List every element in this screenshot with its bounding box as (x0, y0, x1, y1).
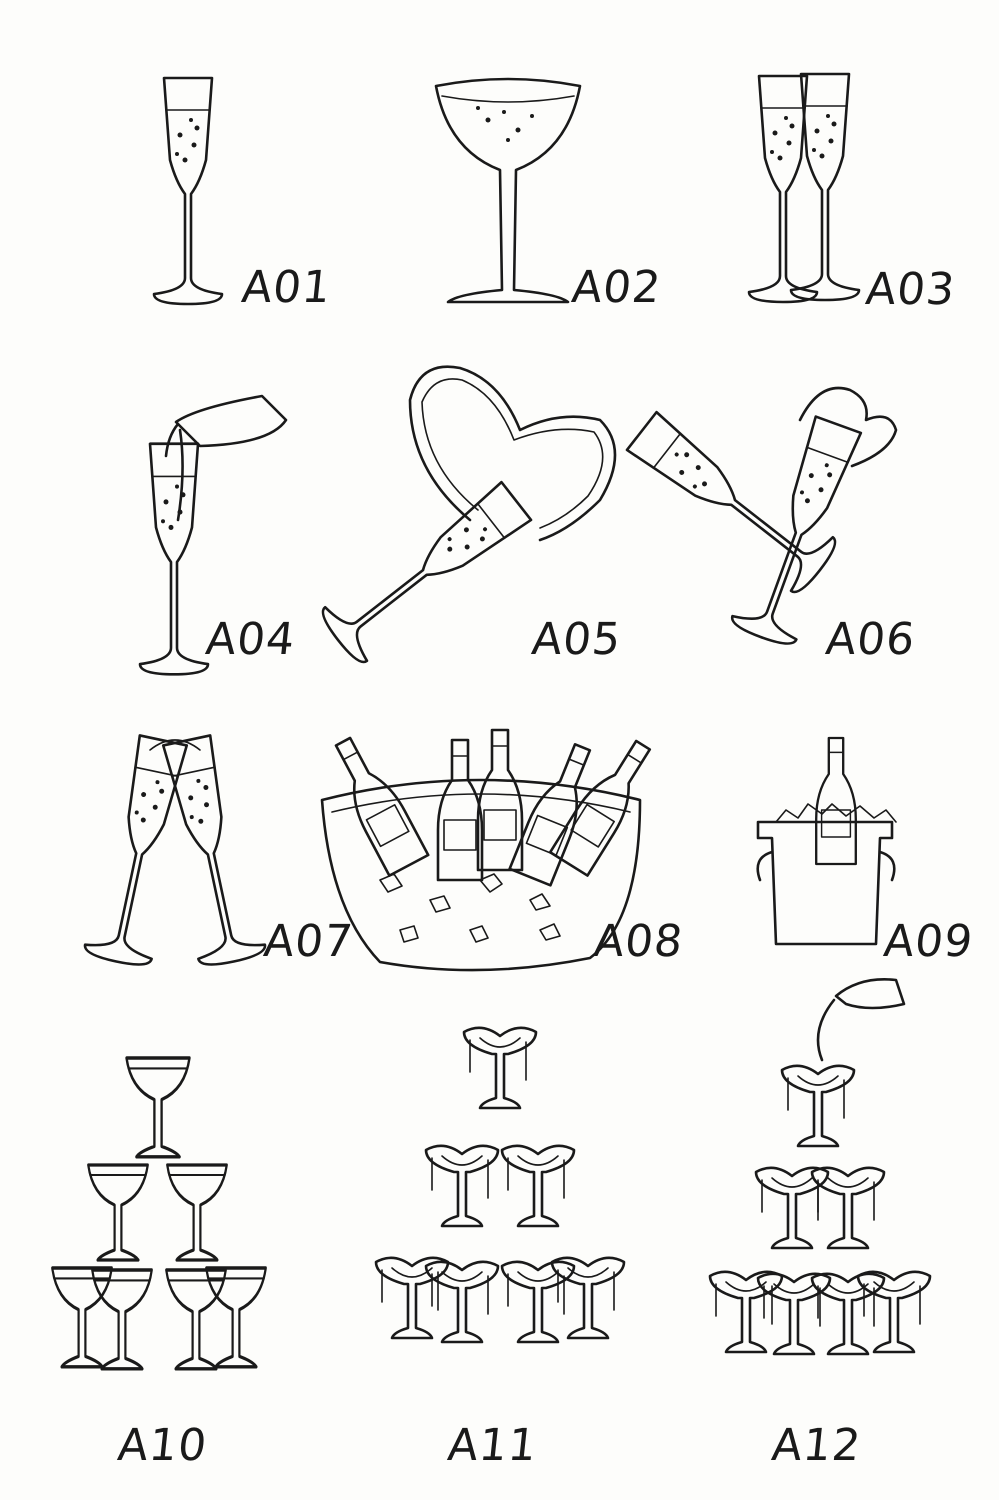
item-code-a09: A09 (881, 916, 976, 967)
flute-heart-splash-icon (315, 365, 617, 669)
item-code-a01: A01 (239, 262, 334, 313)
poured-coupe-tower-icon (708, 978, 932, 1356)
ice-bucket-bottles-icon (320, 728, 663, 972)
champagne-flute-icon (152, 76, 224, 306)
pouring-bottle-flute-icon (138, 394, 288, 676)
item-code-a11: A11 (445, 1420, 540, 1471)
toasting-flutes-heart-icon (619, 386, 898, 651)
item-code-a06: A06 (823, 614, 918, 665)
clinking-flutes-icon (81, 732, 269, 970)
item-code-a10: A10 (115, 1420, 210, 1471)
two-flutes-icon (747, 72, 861, 304)
item-code-a08: A08 (591, 916, 686, 967)
item-code-a12: A12 (769, 1420, 864, 1471)
item-code-a04: A04 (203, 614, 298, 665)
item-code-a03: A03 (863, 264, 958, 315)
bottle-in-ice-bucket-icon (756, 736, 897, 946)
item-code-a02: A02 (569, 262, 664, 313)
overflowing-coupe-tower-icon (374, 1026, 626, 1344)
item-code-a07: A07 (261, 916, 356, 967)
item-code-a05: A05 (529, 614, 624, 665)
champagne-coupe-icon (434, 77, 582, 304)
coupe-tower-icon (50, 1056, 268, 1371)
